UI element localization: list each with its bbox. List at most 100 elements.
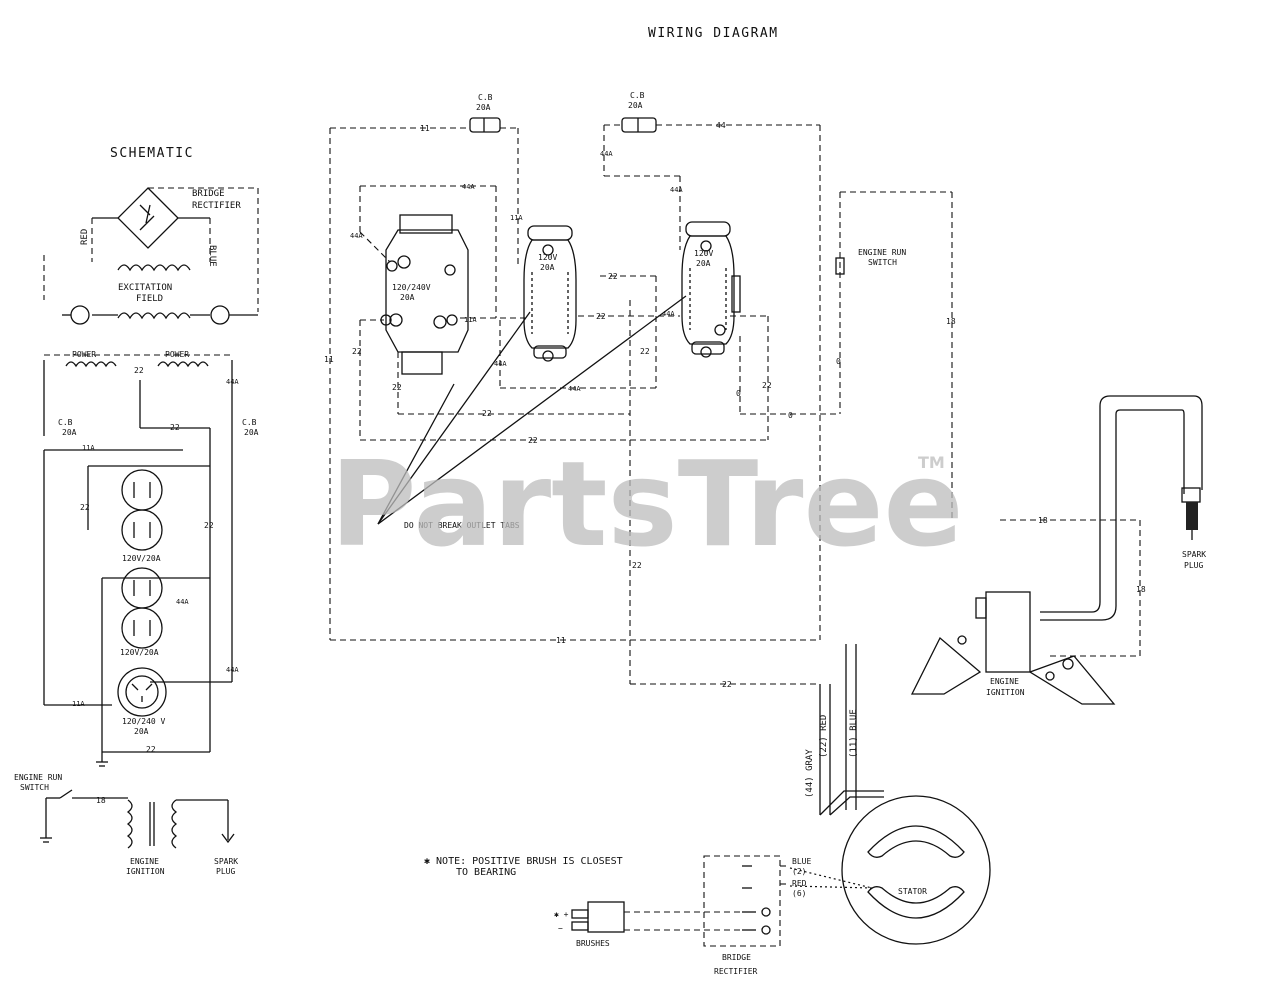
outlet-120r-label-1: 120V [694,249,713,258]
wire-label-22-j: 22 [762,381,772,390]
wire-label-44-a: 44 [716,121,726,130]
lead-red-label: (22) RED [819,715,829,758]
wire-label-44a-e: 44A [494,360,507,368]
wire-label-44a-f: 44A [568,385,581,393]
wire-label-18-a: 18 [946,317,956,326]
rect-label-1: BRIDGE [722,953,751,962]
spark-label-1: SPARK [1182,550,1206,559]
schematic-wire-44a-2: 44A [176,598,189,606]
schematic-section: SCHEMATIC BRIDGE RECTIFIER RED BLUE [14,146,259,876]
ers-label-1: ENGINE RUN [858,248,906,257]
schematic-cb-right-1: C.B [242,418,257,427]
middle-wire-run [499,275,820,685]
outlet-120v-left [523,225,577,362]
schematic-engine-run-switch [40,789,235,849]
brush-note-1: ✱ NOTE: POSITIVE BRUSH IS CLOSEST [424,856,623,867]
brush-note-2: TO BEARING [456,867,516,878]
outlet-120l-label-2: 20A [540,263,555,272]
rect-red-label-1: RED [792,879,807,888]
wire-label-22-c: 22 [482,409,492,418]
break-note: DO NOT BREAK OUTLET TABS [404,521,520,530]
wire-label-18-c: 18 [1136,585,1146,594]
wire-label-11-c: 11 [556,636,566,645]
watermark-tm: TM [918,453,945,472]
engine-run-switch [835,191,953,520]
schematic-recept-twist-1: 120/240 V [122,717,166,726]
brushes-label: BRUSHES [576,939,610,948]
schematic-wire-22-4: 22 [204,521,214,530]
wire-label-11-b: 11 [324,355,334,364]
schematic-wire-22-top: 22 [134,366,144,375]
rect-red-label-2: (6) [792,889,806,898]
wire-label-18-b: 18 [1038,516,1048,525]
wire-label-22-g: 22 [640,347,650,356]
diagram-title: WIRING DIAGRAM [648,26,779,41]
spark-label-2: PLUG [1184,561,1203,570]
schematic-recept-twist-2: 20A [134,727,149,736]
schematic-wire-22-5: 22 [146,745,156,754]
schematic-spark-2: PLUG [216,867,235,876]
wire-label-44a-a: 44A [600,150,613,158]
excitation-label-2: FIELD [136,294,163,304]
power-windings [43,354,233,682]
wire-label-22-a: 22 [352,347,362,356]
wire-label-0-a: 0 [736,389,741,398]
brush-minus: − [558,924,563,933]
lead-gray-label: (44) GRAY [805,749,815,798]
wiring-section: 11 11 11 C.B 20A C.B 20A 44 44A 44A 11A [324,91,1206,976]
excitation-field-coils [43,255,258,325]
brushes [571,901,742,933]
schematic-wire-22-2: 22 [170,423,180,432]
cb-right [621,117,657,133]
outlet-120v-right [630,221,840,441]
schematic-cb-left-2: 20A [62,428,77,437]
cb-right-label-2: 20A [628,101,643,110]
wire-label-22-h: 22 [632,561,642,570]
wire-11-loop [329,127,820,641]
wire-label-44a-c: 44A [462,183,475,191]
engine-ignition-module [910,591,1116,705]
wire-label-22-i: 22 [722,680,732,689]
wire-label-11a-b: 11A [464,316,477,324]
outlet-120-240v [359,185,630,441]
schematic-title: SCHEMATIC [110,146,194,161]
ignition-label-2: IGNITION [986,688,1025,697]
wire-label-44a-d: 44A [350,232,363,240]
stator [841,795,991,945]
schematic-wire-44a-top: 44A [226,378,239,386]
watermark-logo: PartsTree [330,435,964,573]
cb-left [469,117,501,133]
stator-leads [819,644,884,816]
schematic-ers-label-2: SWITCH [20,783,49,792]
outlet-240-label-2: 20A [400,293,415,302]
wire-label-11-a: 11 [420,124,430,133]
schematic-bridge-rectifier [91,187,259,312]
cb-left-label-2: 20A [476,103,491,112]
schematic-ignition-2: IGNITION [126,867,165,876]
schematic-recept-120-upper: 120V/20A [122,554,161,563]
schematic-red-label: RED [80,229,90,245]
wire-label-22-f: 22 [596,312,606,321]
schematic-bridge-label-1: BRIDGE [192,189,225,199]
schematic-ignition-1: ENGINE [130,857,159,866]
schematic-receptacles [117,469,167,717]
lead-blue-label: (11) BLUE [849,709,859,758]
power-left-label: POWER [72,350,96,359]
wire-label-0-c: 0 [836,357,841,366]
wire-44-loop [603,124,821,640]
wire-label-44a-b: 44A [670,186,683,194]
wire-label-22-d: 22 [528,436,538,445]
schematic-recept-120-lower: 120V/20A [120,648,159,657]
outlet-120r-label-2: 20A [696,259,711,268]
schematic-wire-11a-2: 11A [72,700,85,708]
wire-label-0-b: 0 [788,411,793,420]
wire-label-22-b: 22 [392,383,402,392]
ignition-label-1: ENGINE [990,677,1019,686]
break-note-leaders [377,295,687,525]
schematic-cb-left-1: C.B [58,418,73,427]
schematic-wire-11a-1: 11A [82,444,95,452]
stator-label: STATOR [898,887,927,896]
schematic-cb-right-2: 20A [244,428,259,437]
schematic-blue-label: BLUE [207,245,217,267]
